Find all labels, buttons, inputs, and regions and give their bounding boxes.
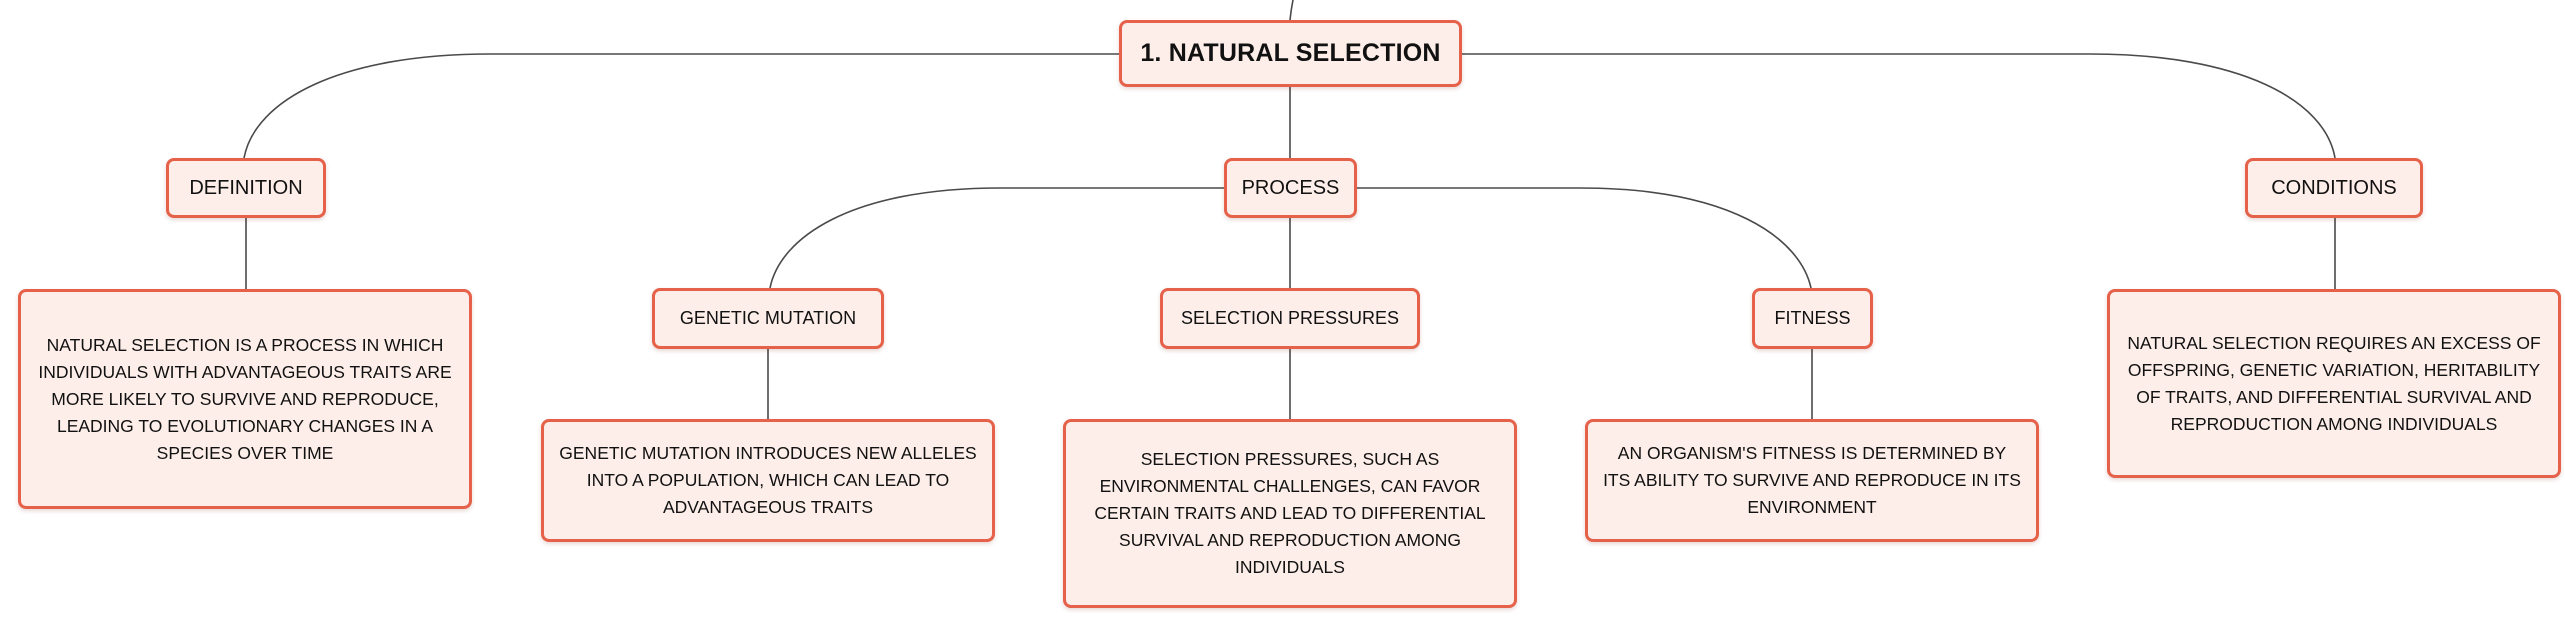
- connector-root-definition: [243, 53, 1121, 159]
- genetic-mutation-detail-node[interactable]: GENETIC MUTATION INTRODUCES NEW ALLELES …: [541, 419, 995, 542]
- genetic-mutation-node[interactable]: GENETIC MUTATION: [652, 288, 884, 349]
- connector-process-fitness: [1356, 187, 1812, 289]
- conditions-detail-text: NATURAL SELECTION REQUIRES AN EXCESS OF …: [2127, 332, 2541, 434]
- conditions-label: CONDITIONS: [2271, 176, 2397, 199]
- selection-pressures-detail-node[interactable]: SELECTION PRESSURES, SUCH AS ENVIRONMENT…: [1063, 419, 1517, 608]
- root-node[interactable]: 1. NATURAL SELECTION: [1119, 20, 1462, 87]
- connector-root-parent: [1289, 0, 1294, 21]
- definition-detail-text: NATURAL SELECTION IS A PROCESS IN WHICH …: [38, 334, 452, 463]
- process-node[interactable]: PROCESS: [1224, 158, 1357, 218]
- fitness-detail-node[interactable]: AN ORGANISM'S FITNESS IS DETERMINED BY I…: [1585, 419, 2039, 542]
- fitness-node[interactable]: FITNESS: [1752, 288, 1873, 349]
- connector-process-genetic-mutation: [769, 187, 1225, 289]
- connector-root-conditions: [1460, 53, 2336, 159]
- genetic-mutation-label: GENETIC MUTATION: [679, 308, 857, 328]
- process-label: PROCESS: [1241, 176, 1340, 199]
- selection-pressures-node[interactable]: SELECTION PRESSURES: [1160, 288, 1420, 349]
- definition-label: DEFINITION: [189, 176, 303, 199]
- definition-detail-node[interactable]: NATURAL SELECTION IS A PROCESS IN WHICH …: [18, 289, 472, 509]
- selection-pressures-detail-text: SELECTION PRESSURES, SUCH AS ENVIRONMENT…: [1094, 449, 1486, 577]
- conditions-detail-node[interactable]: NATURAL SELECTION REQUIRES AN EXCESS OF …: [2107, 289, 2561, 478]
- genetic-mutation-detail-text: GENETIC MUTATION INTRODUCES NEW ALLELES …: [559, 443, 977, 517]
- root-label: 1. NATURAL SELECTION: [1140, 39, 1441, 67]
- conditions-node[interactable]: CONDITIONS: [2245, 158, 2423, 218]
- fitness-label: FITNESS: [1774, 308, 1851, 328]
- definition-node[interactable]: DEFINITION: [166, 158, 326, 218]
- selection-pressures-label: SELECTION PRESSURES: [1180, 308, 1400, 328]
- fitness-detail-text: AN ORGANISM'S FITNESS IS DETERMINED BY I…: [1603, 443, 2021, 517]
